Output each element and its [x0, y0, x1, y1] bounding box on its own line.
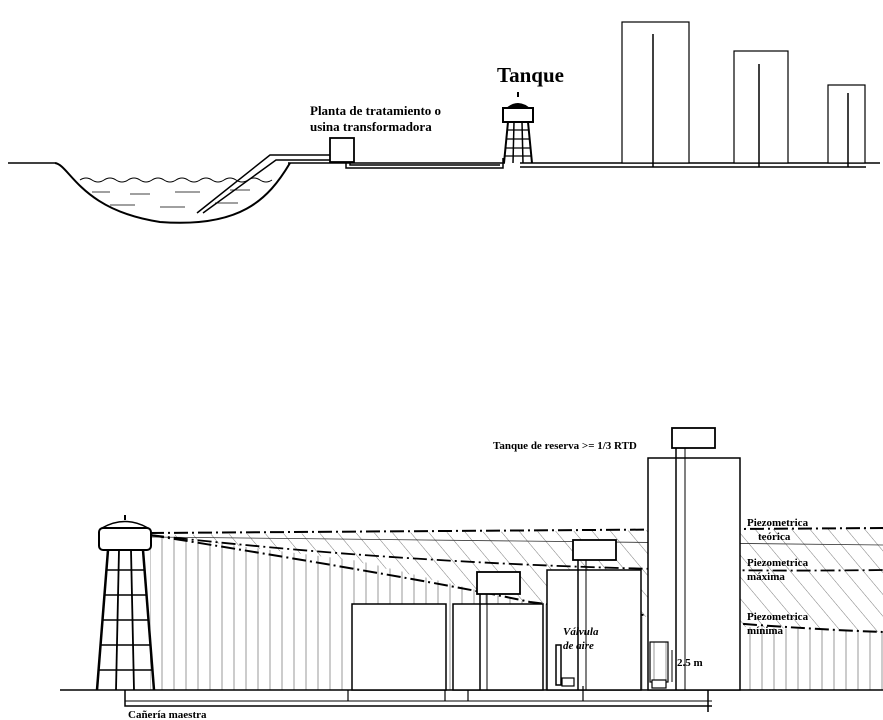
piezo-theoretical-label-line1: Piezometrica	[747, 517, 809, 529]
treatment-plant	[330, 138, 354, 162]
air-valve-label-line1: Válvula	[563, 626, 599, 638]
piezo-min-label-line1: Piezometrica	[747, 611, 809, 623]
building-tall	[648, 428, 740, 690]
main-pipe-label: Cañería maestra	[128, 709, 207, 720]
buildings-top	[622, 22, 865, 167]
air-valve-label-line2: de aire	[563, 640, 594, 652]
plant-label-line1: Planta de tratamiento o	[310, 103, 441, 118]
height-label: 2.5 m	[677, 657, 703, 669]
top-diagram: Planta de tratamiento o usina transforma…	[8, 22, 880, 223]
water-tower-top	[503, 92, 533, 163]
lake	[55, 163, 290, 223]
air-valve	[556, 645, 561, 685]
reserve-tank-label: Tanque de reserva >= 1/3 RTD	[493, 440, 637, 452]
building-1	[348, 604, 446, 701]
water-tower-bottom	[97, 515, 154, 690]
piezo-max-label-line2: máxima	[747, 571, 785, 583]
piezo-theoretical-label-line2: teórica	[758, 531, 791, 543]
piezo-max-label-line1: Piezometrica	[747, 557, 809, 569]
piezo-min-label-line2: mínima	[747, 625, 784, 637]
bottom-diagram: Cañería maestra Válvula de aire	[60, 428, 883, 720]
plant-label-line2: usina transformadora	[310, 119, 432, 134]
tank-label: Tanque	[497, 63, 564, 87]
